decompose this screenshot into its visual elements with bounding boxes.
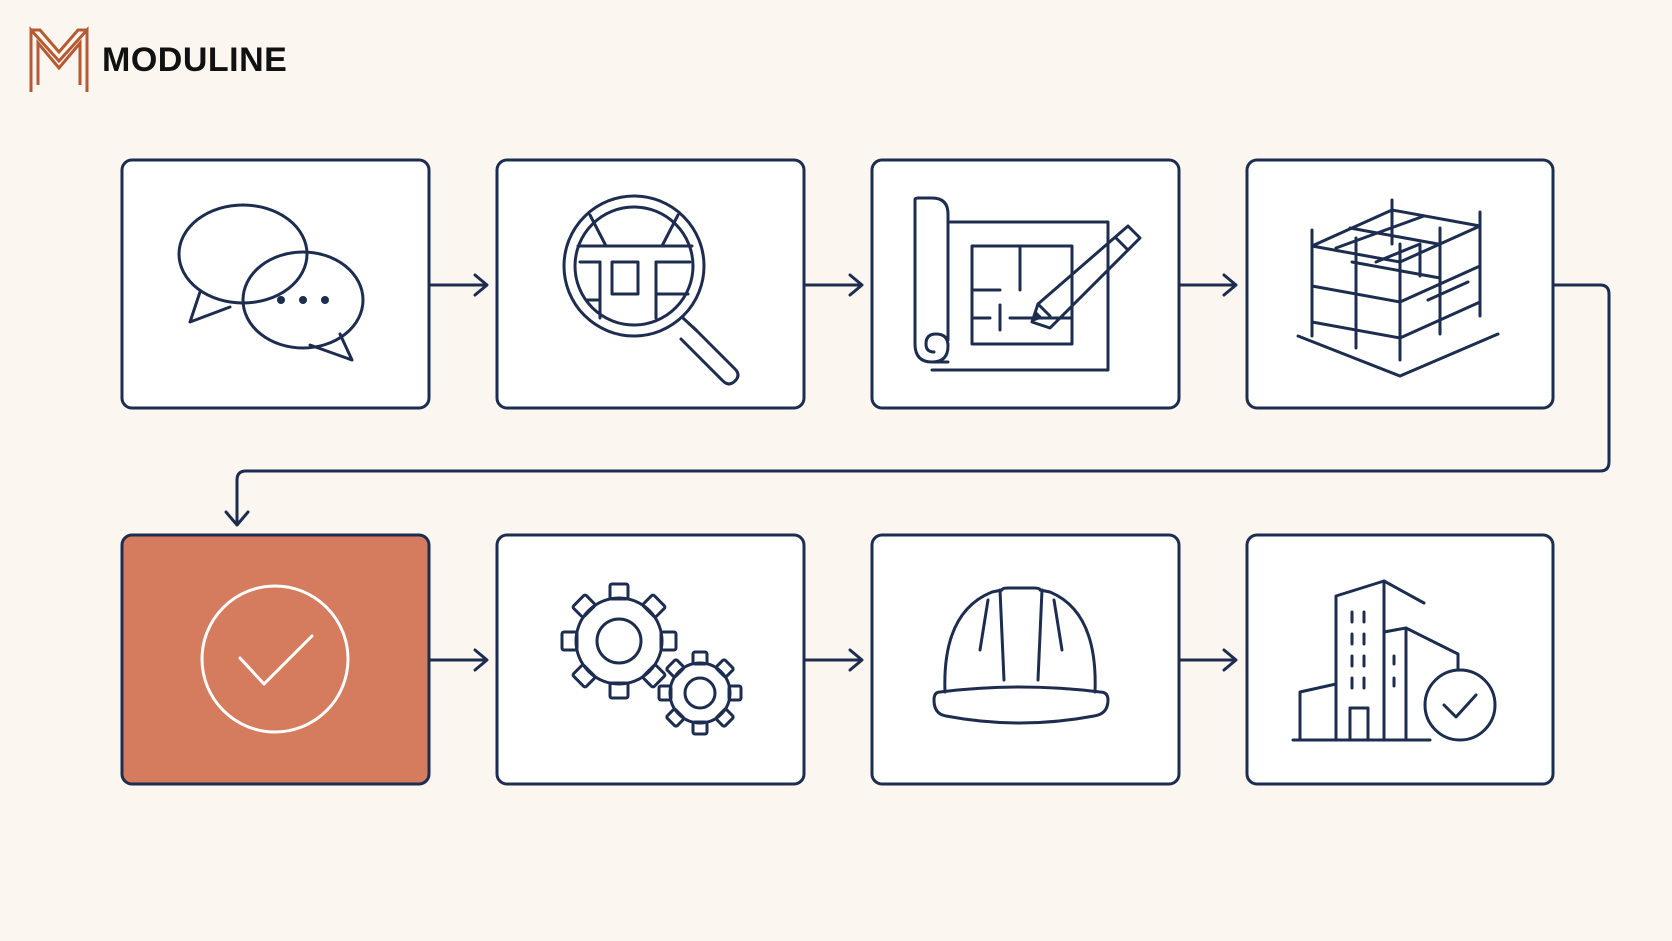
step-7-card (870, 533, 1181, 786)
chat-bubbles-icon (177, 203, 365, 362)
magnify-plan-icon (562, 194, 740, 386)
blueprint-pencil-icon (913, 196, 1142, 372)
connector-3-4 (1178, 273, 1238, 297)
step-1-card (120, 158, 431, 410)
connector-2-3 (803, 273, 864, 297)
modular-frame-icon (1296, 198, 1500, 378)
brand-logo: MODULINE (28, 25, 287, 95)
gears-icon (560, 582, 743, 736)
building-windows (1350, 610, 1396, 690)
hard-hat-icon (932, 586, 1110, 725)
connector-row-wrap (224, 283, 1611, 527)
step-2-card (495, 158, 806, 410)
step-4-card (1245, 158, 1555, 410)
connector-7-8 (1178, 648, 1238, 672)
completed-building-icon (1291, 579, 1497, 742)
step-5-card-active (120, 533, 431, 786)
connector-5-6 (428, 648, 489, 672)
m-monogram-icon (29, 26, 89, 92)
step-3-card (870, 158, 1181, 410)
step-8-card (1245, 533, 1555, 786)
connector-6-7 (803, 648, 864, 672)
approval-check-icon (200, 584, 350, 734)
connector-1-2 (428, 273, 489, 297)
step-6-card (495, 533, 806, 786)
brand-name: MODULINE (102, 40, 288, 79)
